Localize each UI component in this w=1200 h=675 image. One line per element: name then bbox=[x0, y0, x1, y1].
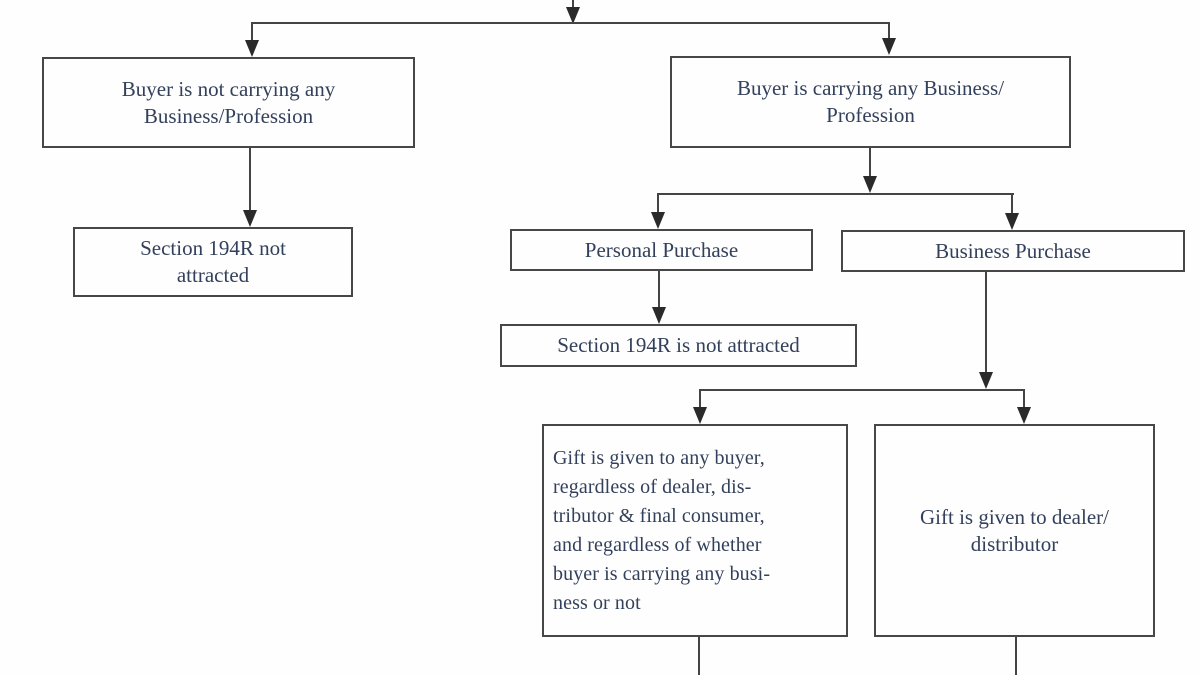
connector-line bbox=[869, 148, 871, 178]
connector-line bbox=[1015, 637, 1017, 675]
connector-line bbox=[657, 193, 659, 213]
node-buyer-not-carrying: Buyer is not carrying any Business/Profe… bbox=[42, 57, 415, 148]
connector-line bbox=[251, 22, 890, 24]
connector-line bbox=[1011, 193, 1013, 214]
node-personal-purchase: Personal Purchase bbox=[510, 229, 813, 271]
node-gift-any-buyer: Gift is given to any buyer, regardless o… bbox=[542, 424, 848, 637]
arrowhead-icon bbox=[1005, 213, 1019, 230]
connector-line bbox=[888, 22, 890, 40]
connector-line bbox=[251, 22, 253, 42]
connector-line bbox=[699, 389, 701, 408]
connector-line bbox=[657, 193, 1014, 195]
node-194r-is-not-attracted: Section 194R is not attracted bbox=[500, 324, 857, 367]
arrowhead-icon bbox=[245, 40, 259, 57]
arrowhead-icon bbox=[863, 176, 877, 193]
connector-line bbox=[985, 272, 987, 373]
arrowhead-icon bbox=[979, 372, 993, 389]
connector-line bbox=[699, 389, 1025, 391]
arrowhead-icon bbox=[652, 307, 666, 324]
node-194r-not-attracted: Section 194R not attracted bbox=[73, 227, 353, 297]
arrowhead-icon bbox=[566, 7, 580, 24]
node-business-purchase: Business Purchase bbox=[841, 230, 1185, 272]
connector-line bbox=[658, 271, 660, 308]
connector-line bbox=[249, 148, 251, 210]
arrowhead-icon bbox=[243, 210, 257, 227]
connector-line bbox=[572, 0, 574, 9]
arrowhead-icon bbox=[882, 38, 896, 55]
node-gift-dealer-distributor: Gift is given to dealer/ distributor bbox=[874, 424, 1155, 637]
node-buyer-carrying: Buyer is carrying any Business/ Professi… bbox=[670, 56, 1071, 148]
arrowhead-icon bbox=[1017, 407, 1031, 424]
arrowhead-icon bbox=[693, 407, 707, 424]
connector-line bbox=[698, 637, 700, 675]
arrowhead-icon bbox=[651, 212, 665, 229]
connector-line bbox=[1023, 389, 1025, 408]
